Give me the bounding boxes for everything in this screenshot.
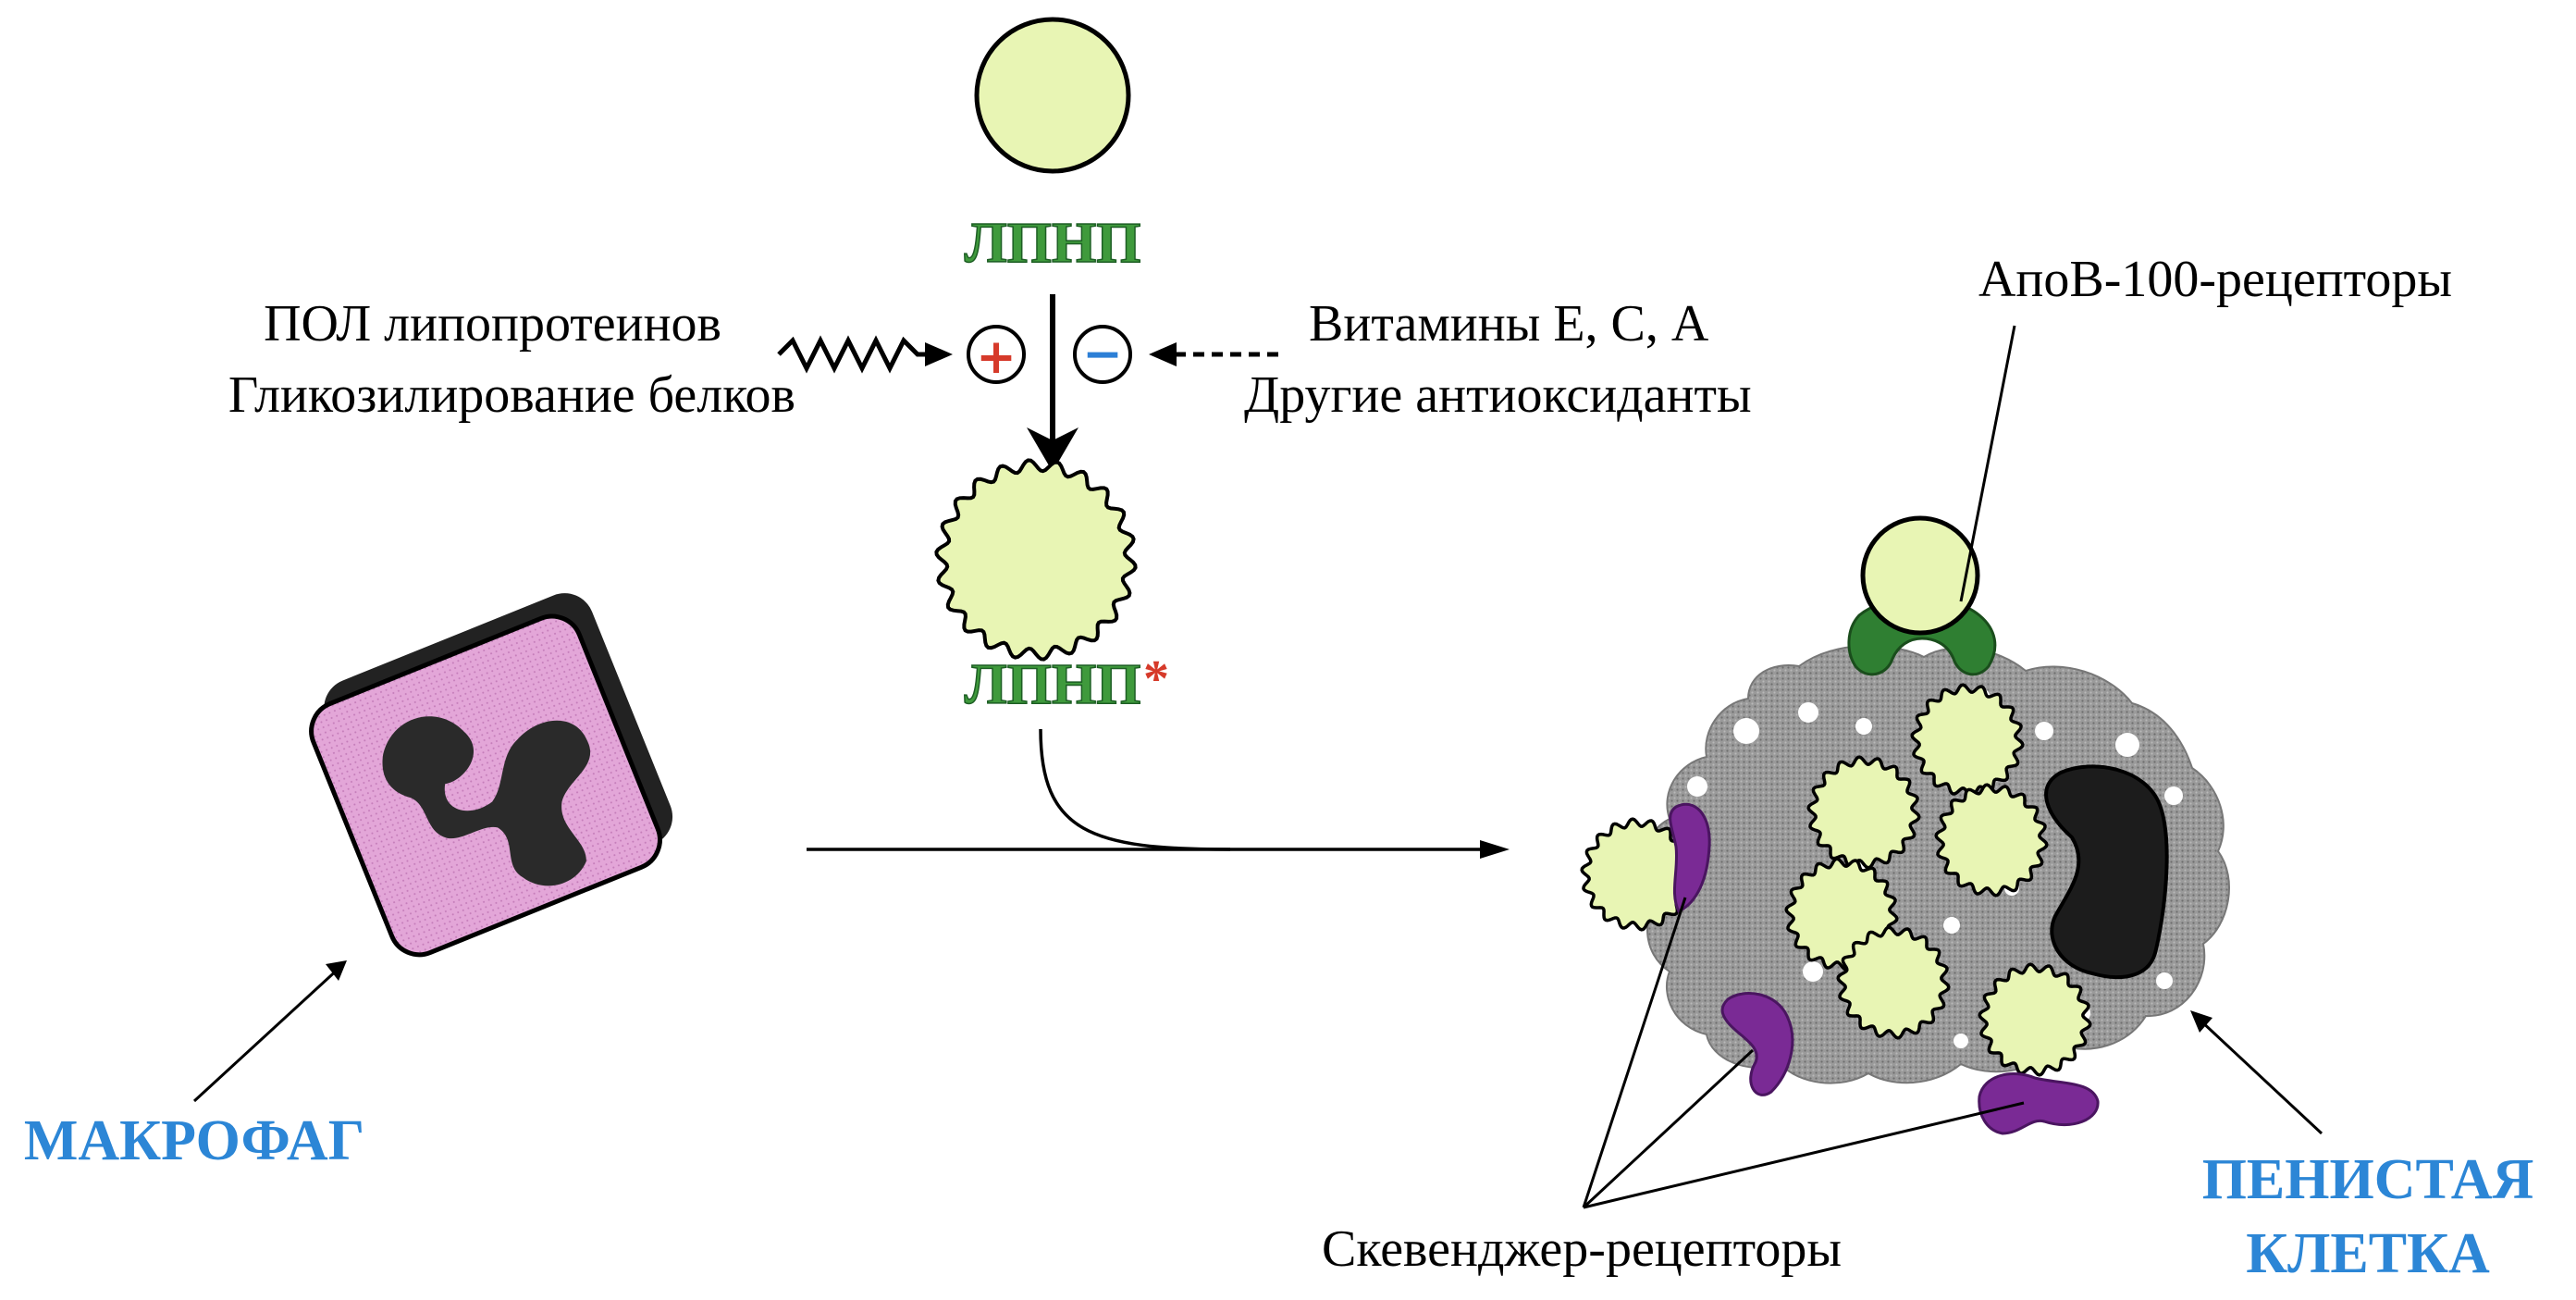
- foam-cell: [1580, 515, 2230, 1135]
- scavenger-receptor-2: [1720, 992, 1794, 1096]
- foam-cell-nucleus: [2044, 764, 2169, 980]
- minus-symbol: −: [1073, 325, 1132, 384]
- oxidized-ldl-uptake-curve: [1039, 728, 1231, 851]
- scavenger-receptor-3: [1978, 1072, 2100, 1135]
- ldl-particle: [974, 17, 1131, 174]
- lipid-droplet: [1806, 755, 1921, 870]
- macrophage-pointer-head: [326, 960, 347, 981]
- oxidized-ldl-particle: [934, 458, 1138, 662]
- macrophage-cell: [309, 593, 673, 958]
- lipid-droplet: [1836, 925, 1951, 1040]
- apob-receptors-label: АпоВ-100-рецепторы: [1978, 251, 2452, 308]
- macrophage-to-foam-cell-arrow-head: [1480, 840, 1510, 859]
- ldl-label: ЛПНП: [965, 212, 1141, 275]
- lipid-droplet: [1978, 962, 2092, 1077]
- foam-cell-pointer-head: [2190, 1010, 2212, 1033]
- lipid-droplet: [1910, 683, 2025, 798]
- lipid-droplet: [1580, 817, 1695, 932]
- macrophage-pointer: [192, 965, 342, 1103]
- macrophage-label: МАКРОФАГ: [24, 1109, 364, 1172]
- svg-text:*: *: [1143, 650, 1169, 708]
- svg-text:+: +: [976, 329, 1017, 385]
- scavenger-receptors-label: Скевенджер-рецепторы: [1322, 1220, 1842, 1278]
- foam-cell-label-line1: ПЕНИСТАЯ: [2202, 1148, 2534, 1211]
- svg-text:ЛПНП: ЛПНП: [965, 653, 1141, 716]
- bound-ldl-particle: [1860, 515, 1980, 636]
- svg-text:−: −: [1082, 327, 1123, 382]
- lipid-droplet: [1934, 783, 2049, 898]
- scavenger-pointers: [1582, 897, 2025, 1209]
- foam-cell-pointer: [2198, 1018, 2323, 1135]
- foam-cell-lipid-droplets: [1580, 683, 2092, 1077]
- apob-pointer: [1959, 325, 2016, 602]
- left-factor-1: ПОЛ липопротеинов: [264, 295, 721, 353]
- dashed-inhibition-arrow: [1149, 342, 1278, 366]
- right-factor-1: Витамины Е, С, А: [1309, 295, 1709, 353]
- plus-symbol: +: [967, 325, 1026, 385]
- ldl-modified-label: ЛПНП *: [964, 650, 1169, 717]
- macrophage-nucleus: [382, 716, 590, 886]
- foam-cell-label-line2: КЛЕТКА: [2246, 1222, 2490, 1285]
- modification-arrow-head: [1027, 427, 1078, 472]
- left-factor-2: Гликозилирование белков: [228, 366, 795, 424]
- right-factor-2: Другие антиоксиданты: [1244, 366, 1752, 424]
- zigzag-activation-arrow: [777, 335, 953, 374]
